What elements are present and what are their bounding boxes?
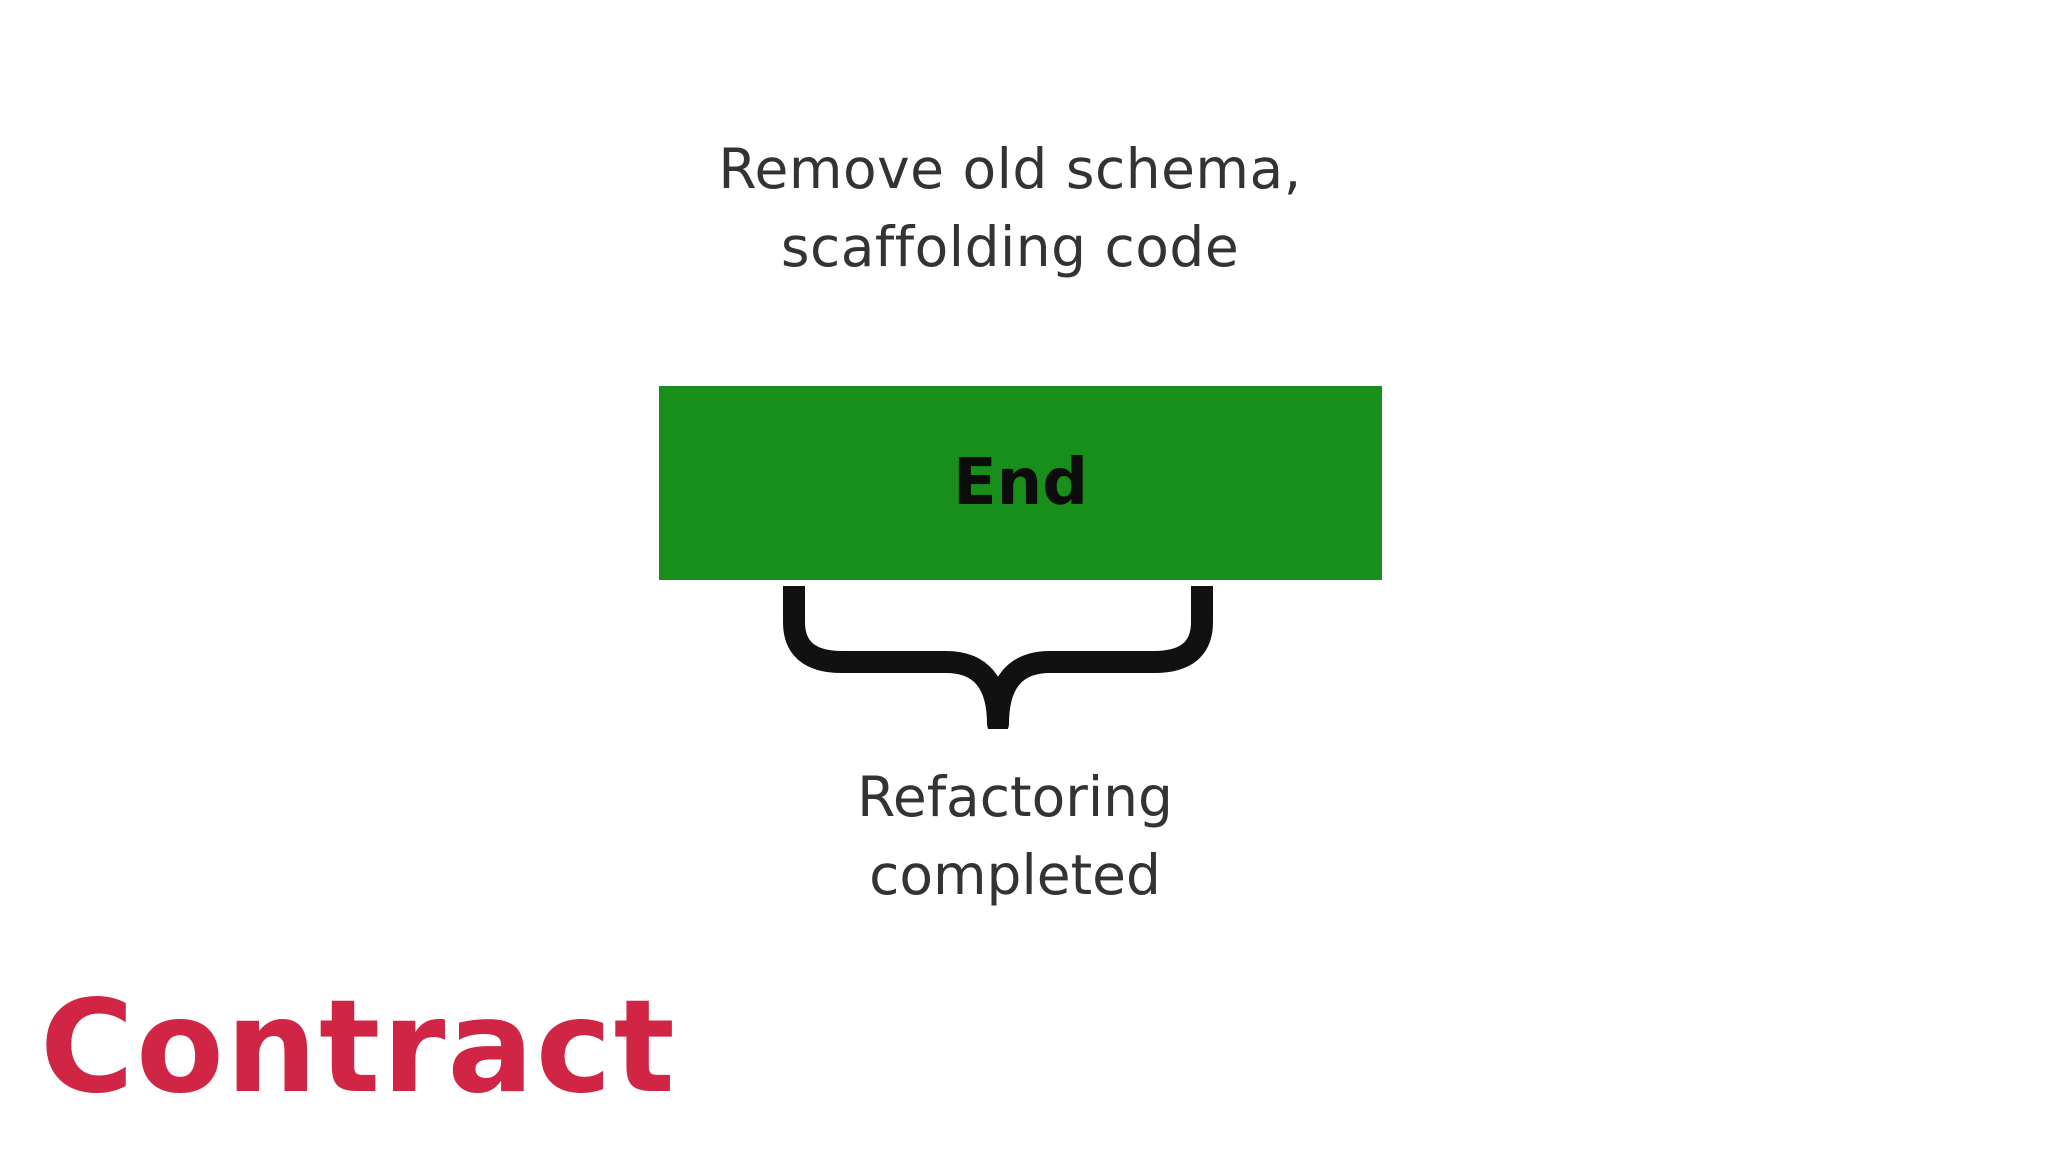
bottom-caption-line-1: Refactoring xyxy=(857,765,1173,829)
bottom-caption-line-2: completed xyxy=(869,843,1161,907)
phase-title: Contract xyxy=(40,973,677,1122)
curly-brace-icon xyxy=(783,586,1213,729)
top-caption-line-1: Remove old schema, xyxy=(718,137,1302,201)
bottom-caption: Refactoring completed xyxy=(780,758,1250,914)
top-caption-line-2: scaffolding code xyxy=(780,215,1240,279)
top-caption: Remove old schema, scaffolding code xyxy=(690,130,1330,286)
end-box: End xyxy=(659,386,1382,580)
end-label: End xyxy=(952,446,1089,520)
